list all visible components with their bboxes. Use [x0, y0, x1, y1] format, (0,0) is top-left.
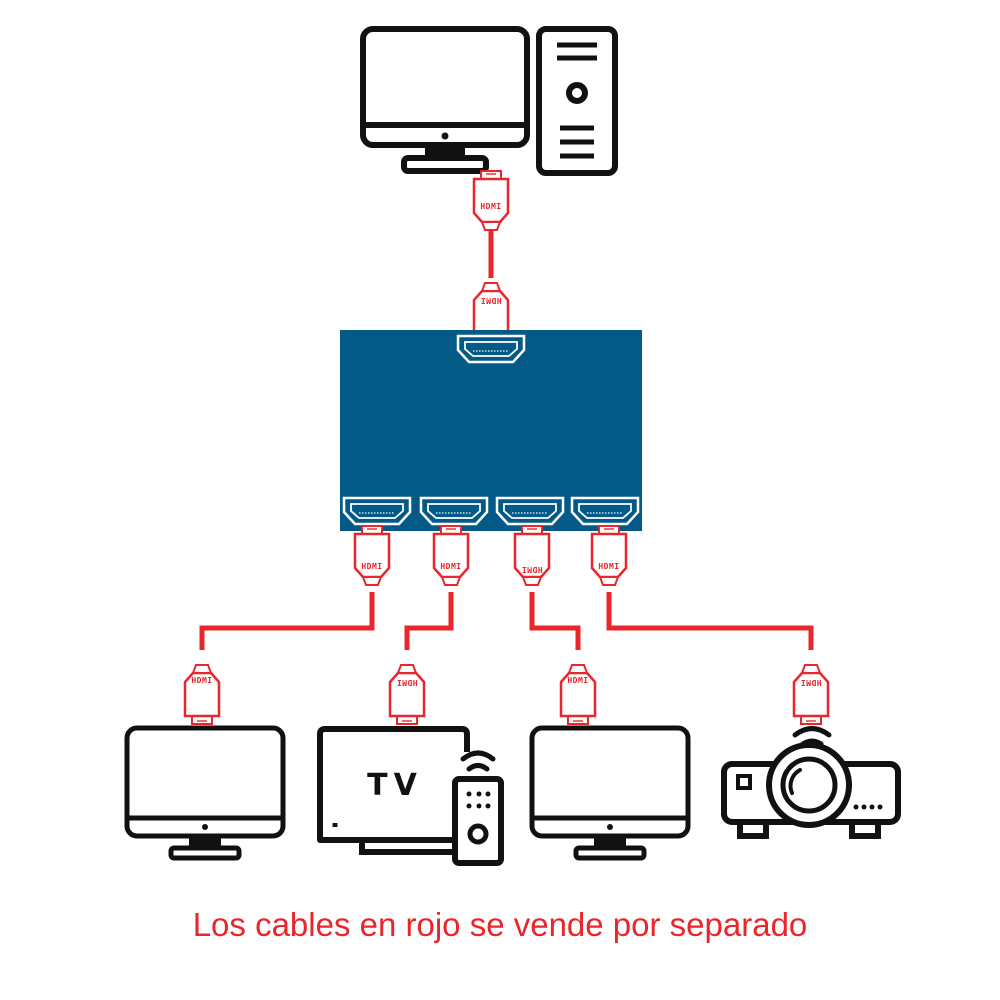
desktop-computer-icon	[360, 26, 618, 176]
tv-with-remote-icon: TV	[317, 726, 504, 866]
svg-text:HDMI: HDMI	[361, 562, 382, 571]
monitor-icon	[127, 728, 283, 858]
svg-text:HDMI: HDMI	[567, 676, 588, 685]
hdmi-cables-output: HDMI HDMI HDMI HDMI HDMI HDMI HDMI HDMI	[183, 524, 830, 726]
hdmi-cable-input: HDMI HDMI	[472, 169, 510, 344]
svg-text:HDMI: HDMI	[521, 565, 542, 574]
hdmi-splitter-icon	[340, 330, 642, 531]
svg-text:HDMI: HDMI	[598, 562, 619, 571]
footer-note: Los cables en rojo se vende por separado	[192, 906, 808, 943]
svg-text:HDMI: HDMI	[396, 678, 417, 687]
svg-text:HDMI: HDMI	[191, 676, 212, 685]
svg-text:HDMI: HDMI	[480, 296, 501, 305]
projector-icon	[721, 726, 901, 839]
svg-text:HDMI: HDMI	[800, 678, 821, 687]
svg-text:HDMI: HDMI	[480, 202, 501, 211]
svg-text:HDMI: HDMI	[440, 562, 461, 571]
svg-text:TV: TV	[367, 768, 423, 803]
monitor-icon	[532, 728, 688, 858]
